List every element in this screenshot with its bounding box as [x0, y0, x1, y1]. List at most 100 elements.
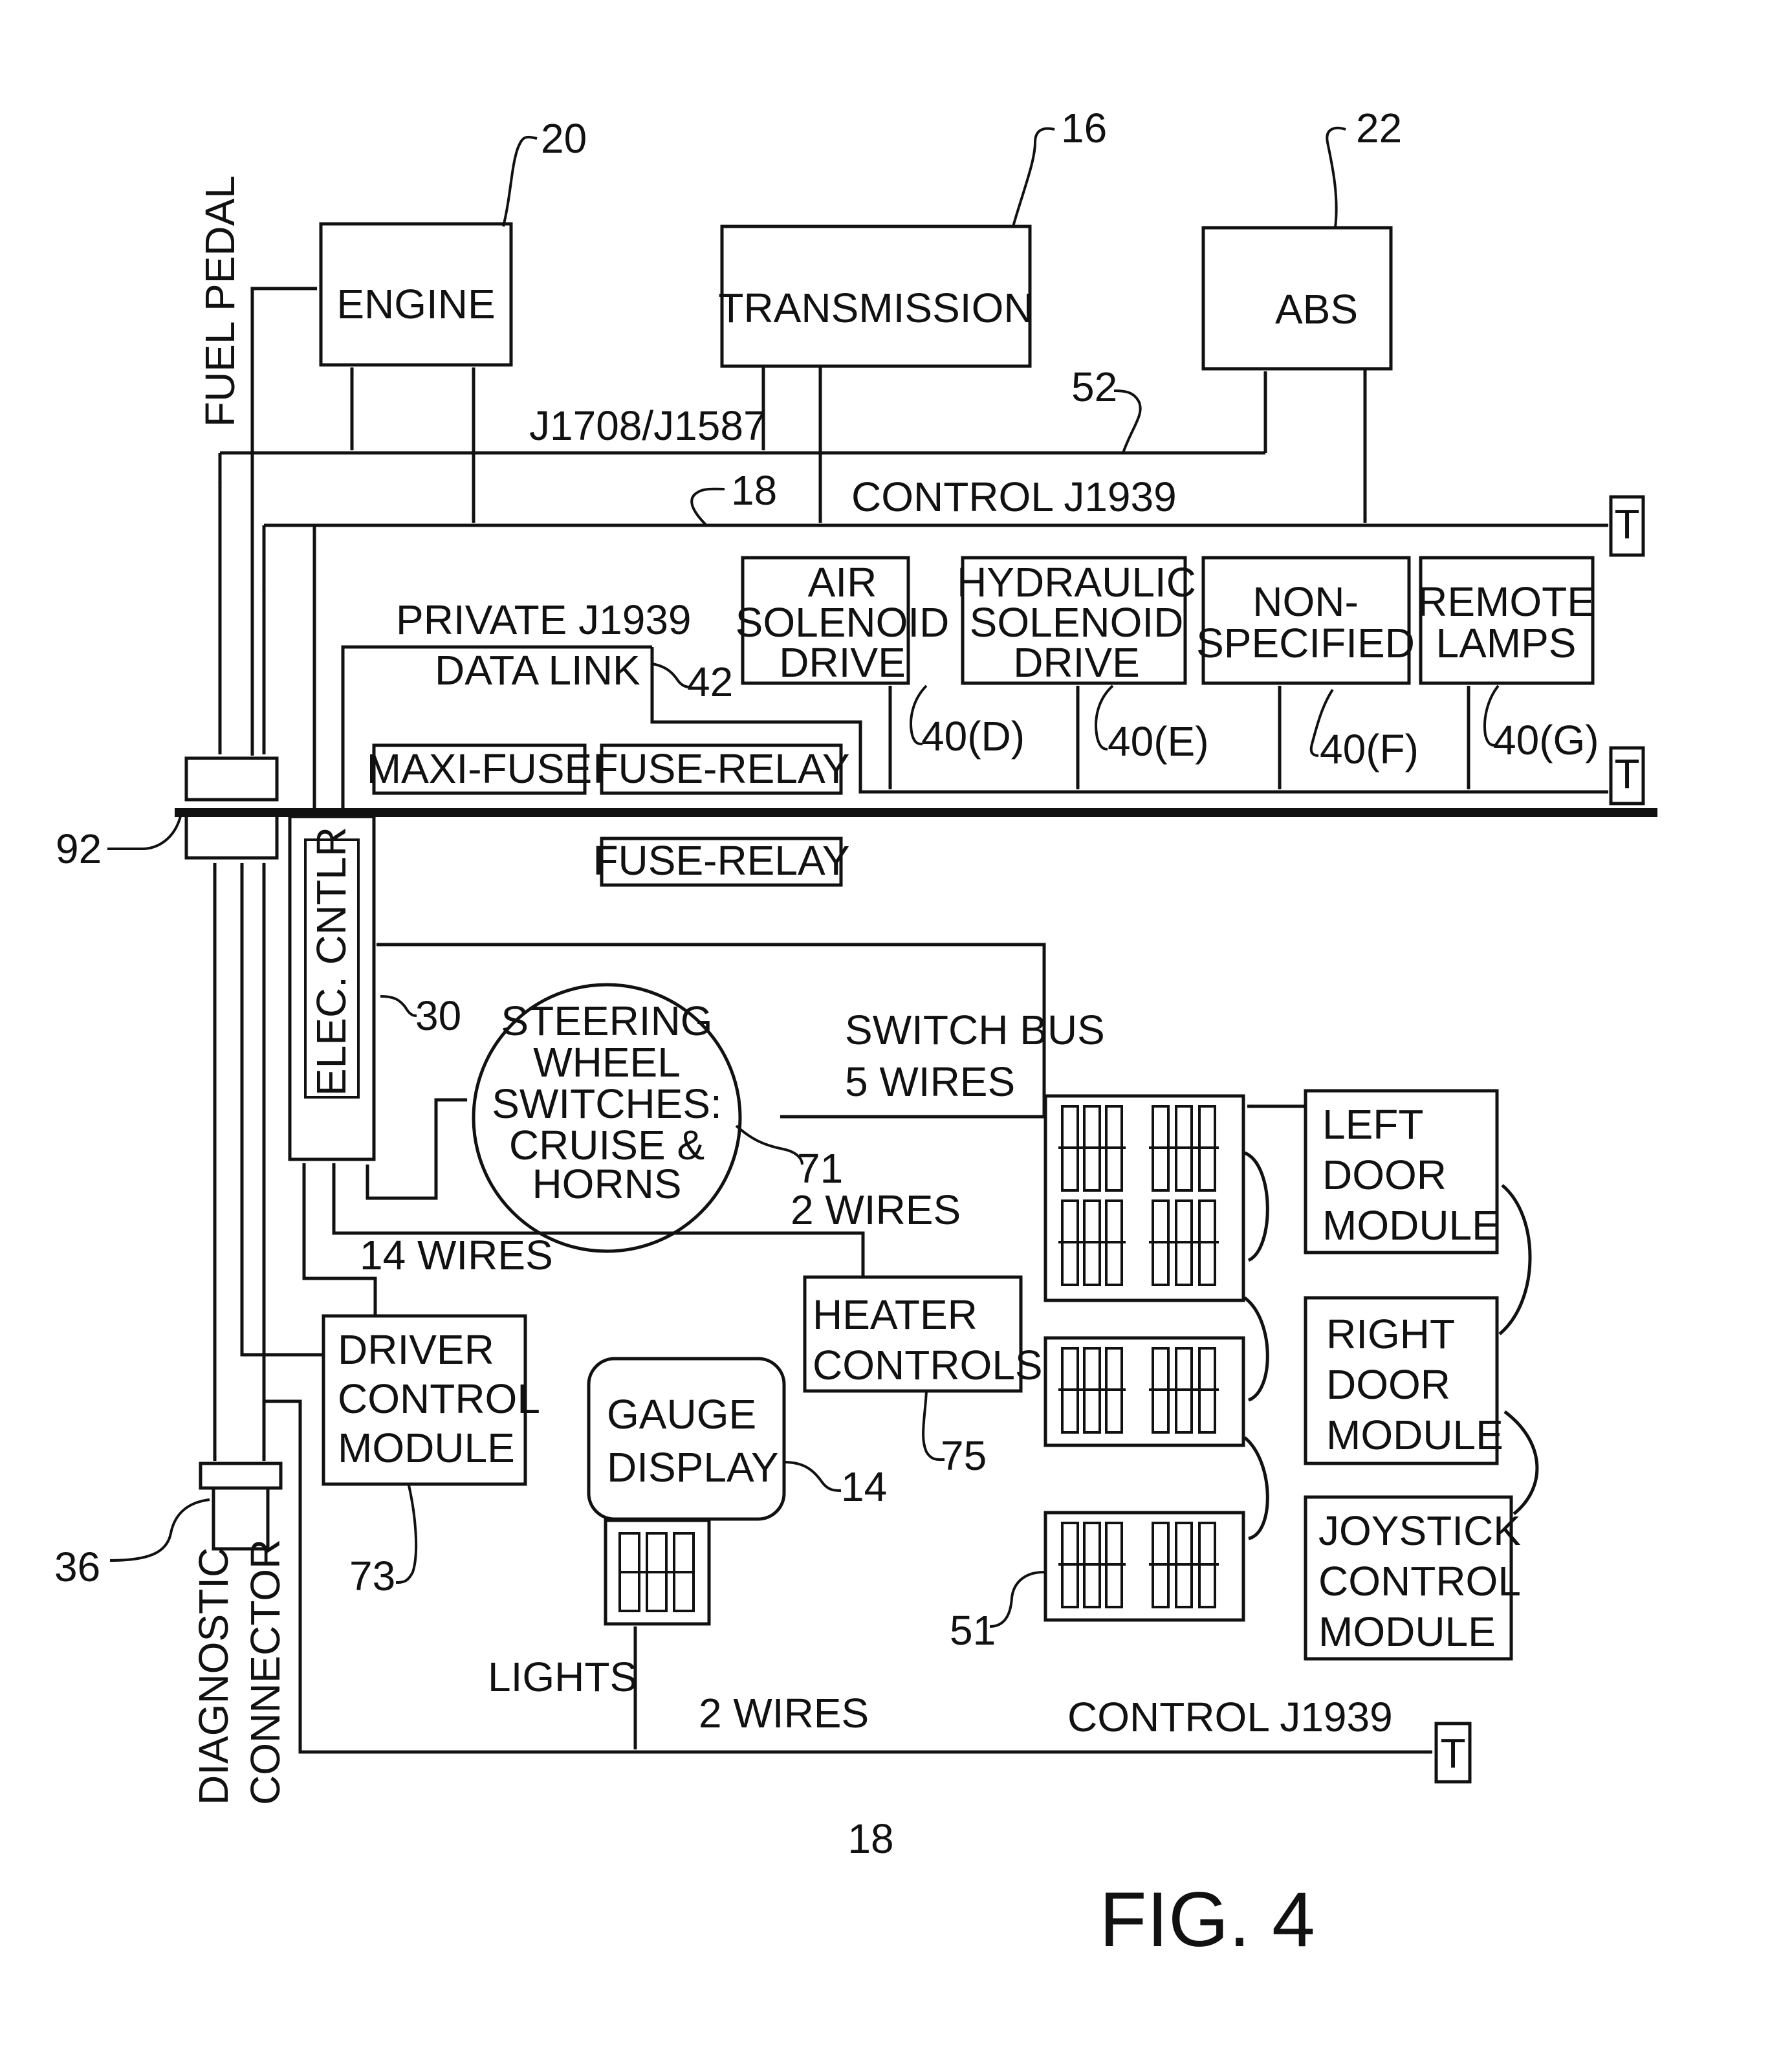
ref-75: 75 — [941, 1432, 987, 1479]
hydraulic-solenoid-line-2: SOLENOID — [970, 599, 1184, 646]
heater-line-1: HEATER — [813, 1291, 978, 1338]
leader-42 — [651, 662, 690, 688]
figure-label: FIG. 4 — [1099, 1876, 1315, 1963]
hydraulic-solenoid-line-3: DRIVE — [1013, 639, 1140, 686]
engine-block: ENGINE — [319, 222, 513, 367]
terminator-bottom: T — [1434, 1722, 1472, 1784]
joystick-to-right-door-chain — [1503, 1410, 1539, 1515]
connector-92-lower — [184, 811, 279, 860]
right-door-line-1: RIGHT — [1326, 1311, 1455, 1357]
bottom-ref-18: 18 — [847, 1815, 893, 1862]
private-j1939-to-elec — [341, 645, 652, 811]
switch-module-3 — [1044, 1511, 1245, 1622]
abs-block: ABS — [1201, 226, 1393, 371]
maxi-fuse-label: MAXI-FUSE — [367, 745, 592, 792]
abs-label: ABS — [1275, 286, 1358, 333]
non-specified-block: NON- SPECIFIED — [1196, 556, 1415, 685]
driver-control-module-block: DRIVER CONTROL MODULE — [322, 1314, 540, 1486]
fuel-pedal-label: FUEL PEDAL — [197, 175, 243, 427]
fuel-pedal-link — [250, 287, 318, 756]
ref-14: 14 — [841, 1463, 887, 1510]
ref-30: 30 — [415, 992, 461, 1039]
connector-label: CONNECTOR — [242, 1539, 289, 1805]
switch-bus-to-elec — [376, 943, 1046, 1117]
terminator-top: T — [1609, 495, 1645, 557]
heater-line-2: CONTROLS — [813, 1342, 1043, 1388]
right-door-line-3: MODULE — [1326, 1412, 1503, 1458]
leader-20 — [502, 136, 538, 227]
diagnostic-label: DIAGNOSTIC — [190, 1548, 237, 1805]
two-wires-bottom-label: 2 WIRES — [699, 1690, 869, 1736]
leader-51 — [989, 1571, 1045, 1628]
leader-22 — [1326, 126, 1346, 228]
air-solenoid-block: AIR SOLENOID DRIVE — [736, 556, 950, 686]
ref-16: 16 — [1061, 105, 1107, 151]
transmission-label: TRANSMISSION — [718, 285, 1033, 331]
engine-label: ENGINE — [336, 281, 495, 327]
joystick-line-3: MODULE — [1318, 1608, 1496, 1655]
terminator-private-label: T — [1614, 750, 1639, 797]
ref-20: 20 — [541, 115, 587, 162]
air-solenoid-line-2: SOLENOID — [736, 599, 950, 646]
ref-52: 52 — [1071, 364, 1117, 410]
right-to-left-door-chain — [1498, 1184, 1532, 1335]
leader-75 — [922, 1390, 945, 1461]
fuse-relay-upper-label: FUSE-RELAY — [593, 745, 849, 792]
steering-line-2: WHEEL — [533, 1039, 681, 1086]
leader-16 — [1012, 127, 1055, 227]
gauge-display-line-1: GAUGE — [607, 1391, 756, 1438]
ref-42: 42 — [687, 659, 733, 705]
driver-control-line-1: DRIVER — [338, 1326, 494, 1373]
hydraulic-solenoid-block: HYDRAULIC SOLENOID DRIVE — [957, 556, 1196, 686]
fourteen-wires-label: 14 WIRES — [360, 1232, 553, 1278]
driver-control-line-3: MODULE — [338, 1425, 515, 1471]
remote-lamps-block: REMOTE LAMPS — [1417, 556, 1595, 685]
air-solenoid-line-1: AIR — [808, 559, 877, 606]
fuse-relay-lower-label: FUSE-RELAY — [593, 837, 849, 884]
fuse-relay-upper-block: FUSE-RELAY — [593, 743, 850, 795]
heater-controls-block: HEATER CONTROLS — [803, 1275, 1043, 1393]
steering-line-1: STEERING — [501, 998, 712, 1044]
switch-bus-label: SWITCH BUS — [845, 1007, 1105, 1053]
switch-chain-2 — [1243, 1296, 1269, 1402]
lights-label: LIGHTS — [488, 1654, 637, 1700]
elec-cntlr-label: ELEC. CNTLR — [308, 827, 355, 1096]
ref-40d: 40(D) — [921, 713, 1025, 760]
left-door-line-2: DOOR — [1322, 1152, 1447, 1198]
leader-30 — [380, 995, 417, 1017]
terminator-bottom-label: T — [1440, 1730, 1465, 1777]
leader-18-top — [690, 487, 725, 527]
private-j1939-label: PRIVATE J1939 — [396, 597, 692, 643]
transmission-block: TRANSMISSION — [718, 224, 1034, 368]
steering-wheel-switches-block: STEERING WHEEL SWITCHES: CRUISE & HORNS — [472, 983, 742, 1253]
ref-51: 51 — [950, 1607, 996, 1654]
steering-to-elec-link — [366, 1098, 468, 1200]
driver-control-to-elec-link — [302, 1163, 377, 1316]
hydraulic-solenoid-line-1: HYDRAULIC — [957, 559, 1196, 606]
fuse-relay-lower-block: FUSE-RELAY — [593, 837, 850, 887]
right-door-line-2: DOOR — [1326, 1361, 1450, 1408]
ref-73: 73 — [349, 1553, 395, 1599]
leader-71 — [735, 1124, 803, 1165]
leader-40d — [910, 684, 928, 745]
left-door-line-1: LEFT — [1322, 1101, 1423, 1148]
terminator-private: T — [1609, 746, 1645, 805]
leader-92 — [107, 813, 182, 850]
j1708-label: J1708/J1587 — [529, 402, 767, 449]
gauge-lights-panel — [604, 1518, 711, 1626]
ref-18: 18 — [731, 467, 777, 514]
remote-lamps-line-2: LAMPS — [1436, 620, 1577, 666]
switch-chain-3 — [1243, 1436, 1269, 1540]
steering-line-4: CRUISE & — [509, 1122, 705, 1168]
ref-92: 92 — [56, 826, 102, 872]
switch-chain-1 — [1243, 1151, 1269, 1262]
maxi-fuse-block: MAXI-FUSE — [367, 743, 592, 795]
remote-lamps-line-1: REMOTE — [1417, 578, 1595, 625]
leader-73 — [395, 1485, 418, 1584]
joystick-line-2: CONTROL — [1318, 1558, 1521, 1604]
joystick-control-module-block: JOYSTICK CONTROL MODULE — [1304, 1495, 1521, 1661]
ref-40f: 40(F) — [1320, 726, 1419, 772]
diagnostic-connector-cap — [199, 1461, 283, 1490]
leader-40f — [1309, 688, 1334, 757]
